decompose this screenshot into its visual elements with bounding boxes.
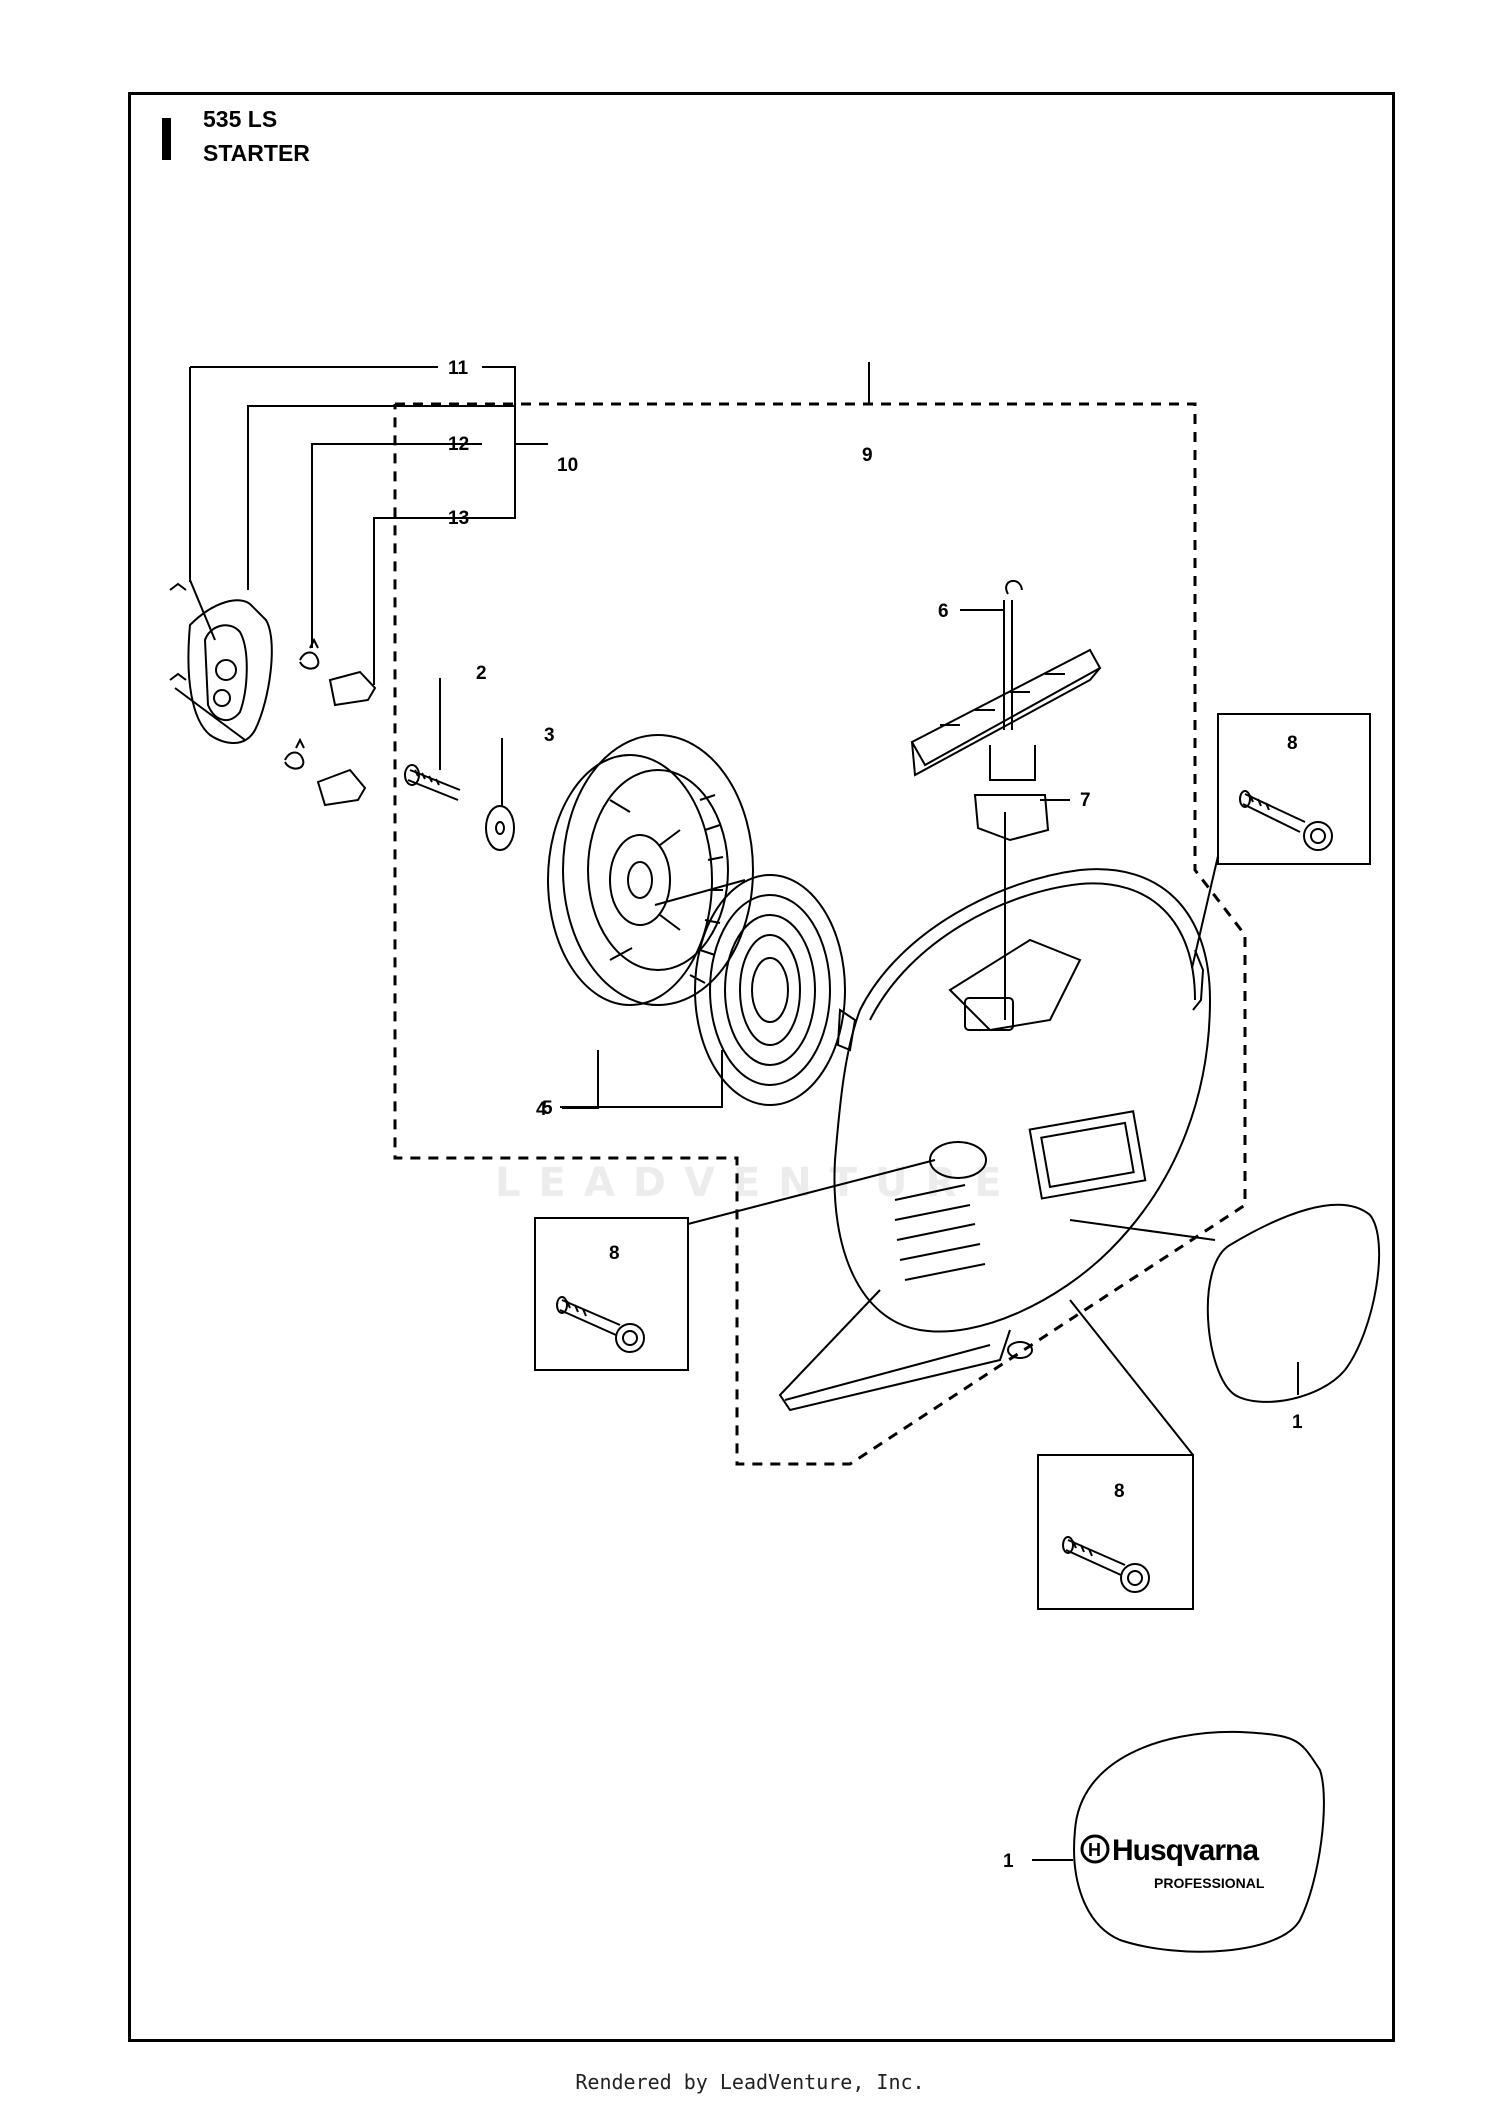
model-title: 535 LS <box>203 106 278 132</box>
cover-plate-1 <box>1206 1203 1381 1403</box>
label-4: 4 <box>536 1099 547 1120</box>
label-8-bottom: 8 <box>1114 1481 1125 1502</box>
leader-4 <box>562 1050 599 1109</box>
label-10: 10 <box>557 455 578 476</box>
husqvarna-logo: H Husqvarna PROFESSIONAL <box>1080 1834 1265 1891</box>
leader-5-real <box>560 1050 723 1108</box>
label-12: 12 <box>448 434 469 455</box>
pawl-housing <box>169 579 273 744</box>
watermark: LEADVENTURE <box>495 1160 1020 1206</box>
callout-box-8-left <box>534 1217 689 1371</box>
label-8-left: 8 <box>609 1243 620 1264</box>
label-11: 11 <box>448 358 469 379</box>
starter-housing <box>778 868 1212 1412</box>
washer-3 <box>485 805 515 851</box>
bolt-8-right <box>1239 790 1333 851</box>
label-6: 6 <box>938 601 949 622</box>
leader-1 <box>1069 1219 1216 1241</box>
pawl-top <box>328 670 377 707</box>
label-13: 13 <box>448 508 469 529</box>
label-9: 9 <box>862 445 873 466</box>
page-marker <box>162 118 171 160</box>
label-2: 2 <box>476 663 487 684</box>
pawl-spring-bottom <box>284 737 305 770</box>
diagram-frame <box>128 92 1395 2042</box>
leader-13 <box>373 517 482 685</box>
pulley-4 <box>547 734 754 1006</box>
pawl-spring-top <box>299 637 320 670</box>
logo-sub: PROFESSIONAL <box>1154 1875 1265 1891</box>
assembly-9-boundary <box>393 402 1247 1466</box>
label-8-right: 8 <box>1287 733 1298 754</box>
leader-12 <box>311 443 482 648</box>
logo-decal <box>1073 1730 1325 1953</box>
rope-6 <box>1003 579 1023 1020</box>
label-5: 5 <box>542 1098 553 1119</box>
logo-brand: Husqvarna <box>1112 1834 1259 1867</box>
footer-credit: Rendered by LeadVenture, Inc. <box>575 2070 925 2094</box>
section-title: STARTER <box>203 140 310 166</box>
callout-box-8-right <box>1217 713 1371 865</box>
handle-7 <box>910 648 1102 842</box>
label-3: 3 <box>544 725 555 746</box>
leader-11-bracket <box>247 366 548 590</box>
label-7: 7 <box>1080 790 1091 811</box>
callout-box-8-bottom <box>1037 1454 1194 1610</box>
leader-11 <box>189 366 438 582</box>
bolt-8-bottom <box>1062 1536 1150 1593</box>
bolt-8-left <box>556 1296 645 1353</box>
pawl-bottom <box>316 768 367 807</box>
svg-text:H: H <box>1088 1840 1101 1860</box>
spring-cassette-5 <box>654 874 846 1106</box>
label-1-logo: 1 <box>1003 1851 1014 1872</box>
screw-2 <box>404 764 461 801</box>
label-1: 1 <box>1292 1412 1303 1433</box>
